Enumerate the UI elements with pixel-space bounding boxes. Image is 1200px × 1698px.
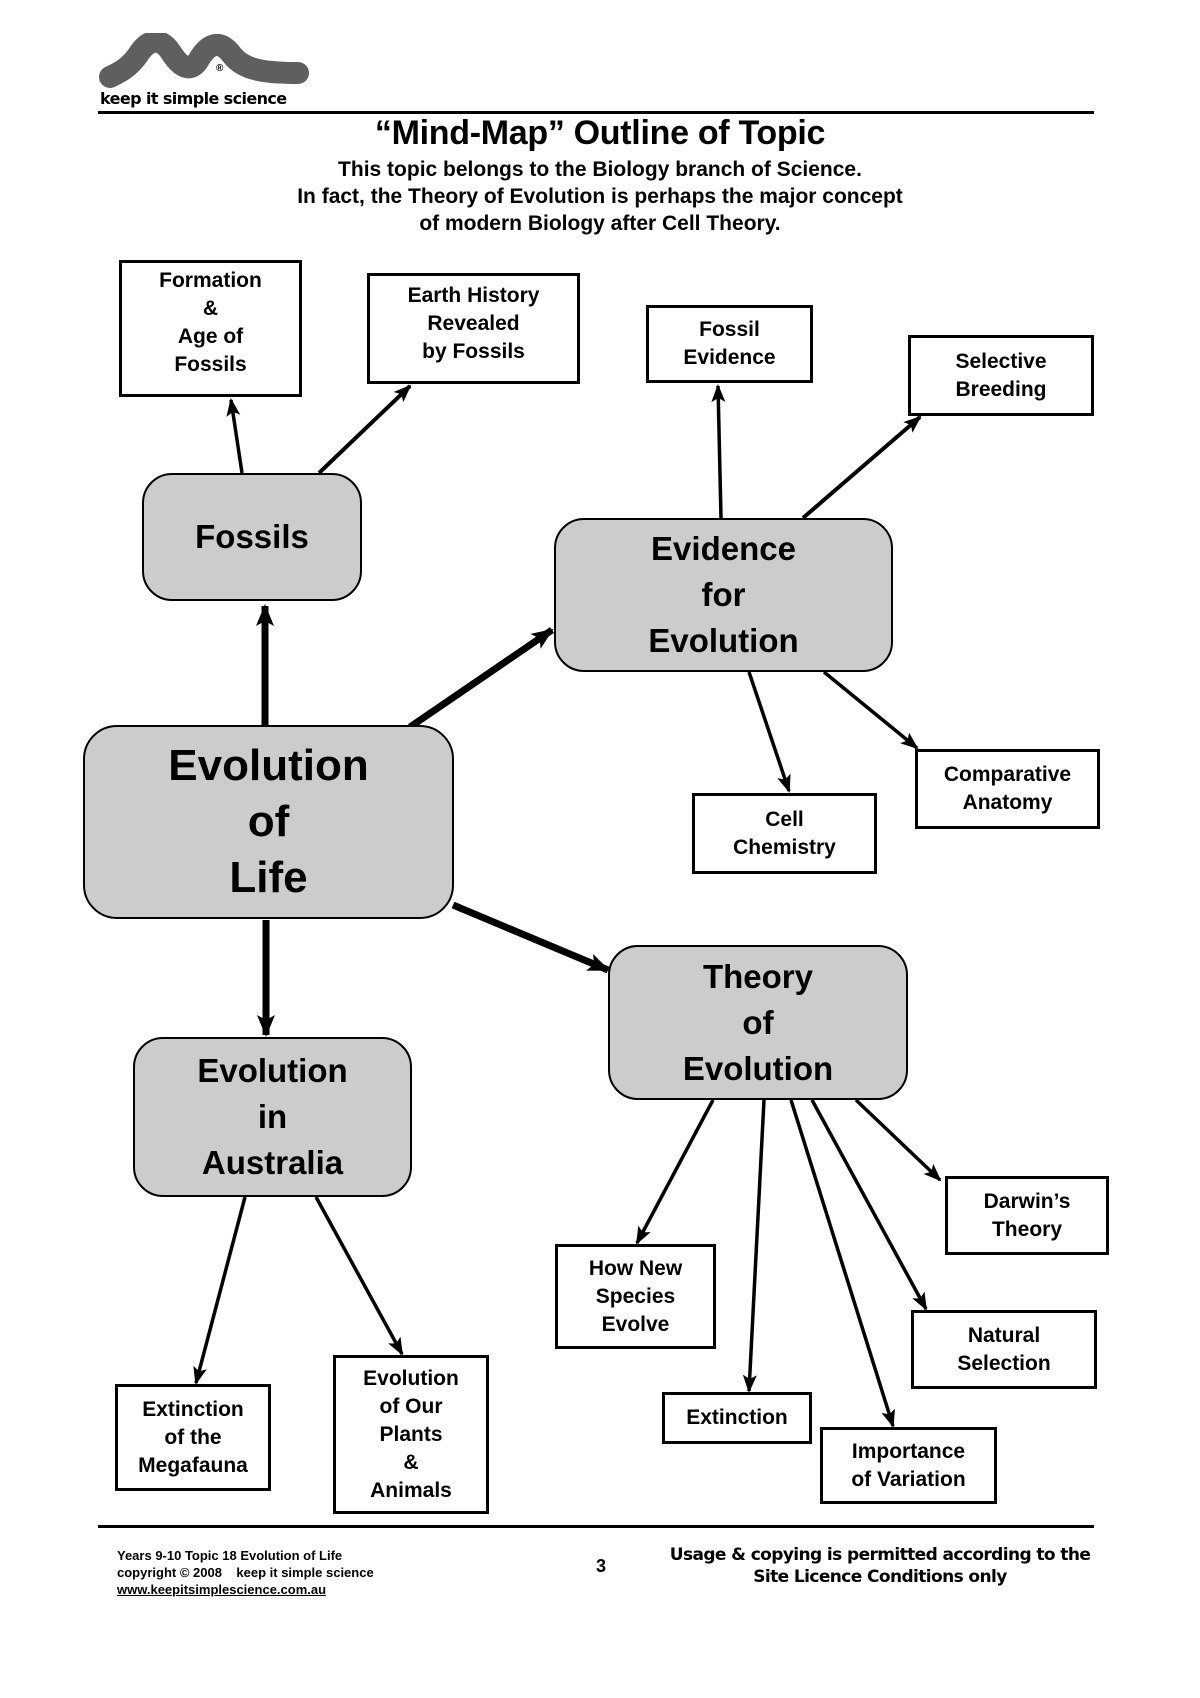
node-label: Evolution (682, 1049, 834, 1087)
arrow-root-evidence (408, 627, 554, 730)
leaf-node-extinction[interactable]: Extinction (662, 1392, 812, 1444)
node-label: Chemistry (733, 835, 836, 859)
arrow-theory-variation (789, 1099, 895, 1428)
footer-website-link[interactable]: www.keepitsimplescience.com.au (117, 1582, 327, 1597)
registered-mark: ® (216, 63, 224, 74)
node-label: Formation (159, 269, 262, 292)
node-label: Breeding (955, 377, 1047, 401)
hub-node-evolution-in-australia[interactable]: Evolution in Australia (133, 1037, 412, 1197)
footer-rule (98, 1525, 1094, 1528)
logo: ® keep it simple science (98, 33, 318, 113)
node-label: of (742, 1003, 774, 1041)
footer-copyright: copyright © 2008 keep it simple science (117, 1565, 374, 1580)
node-label: Revealed (427, 312, 520, 335)
arrow-theory-extinction (742, 1099, 766, 1393)
node-label: of Our (379, 1394, 443, 1418)
node-label: in (257, 1098, 288, 1135)
root-node-evolution-of-life[interactable]: Evolution of Life (83, 725, 454, 919)
hub-node-evidence-for-evolution[interactable]: Evidence for Evolution (554, 518, 893, 672)
arrow-fossils-formation (226, 398, 244, 474)
arrow-theory-species (635, 1099, 715, 1245)
node-label: How New (588, 1256, 683, 1280)
node-label: Theory (702, 957, 814, 995)
footer-licence: Usage & copying is permitted according t… (660, 1544, 1100, 1588)
leaf-node-extinction-of-megafauna[interactable]: Extinction of the Megafauna (115, 1384, 271, 1491)
node-label: Age of (177, 325, 244, 348)
node-label: Megafauna (138, 1453, 248, 1477)
node-label: & (403, 1450, 419, 1474)
subtitle-line: This topic belongs to the Biology branch… (338, 158, 862, 181)
node-label: Evidence (651, 530, 796, 567)
node-label: Animals (370, 1478, 452, 1502)
logo-wave-icon (99, 33, 309, 88)
arrow-australia-plants (314, 1196, 404, 1356)
node-label: Evolution (197, 1052, 348, 1089)
node-label: Extinction (142, 1397, 244, 1421)
arrow-root-theory (451, 901, 610, 974)
node-label: Fossils (195, 518, 309, 555)
node-label: Evidence (683, 346, 776, 369)
leaf-node-darwins-theory[interactable]: Darwin’s Theory (945, 1176, 1109, 1255)
arrow-evidence-fossil (711, 384, 726, 519)
node-label: Extinction (686, 1406, 788, 1429)
node-label: Evolution (363, 1366, 459, 1390)
node-label: Life (229, 853, 308, 902)
arrow-evidence-breeding (801, 415, 922, 520)
leaf-node-earth-history[interactable]: Earth History Revealed by Fossils (367, 273, 580, 384)
arrow-evidence-cell (747, 671, 791, 793)
node-label: Theory (991, 1217, 1062, 1241)
node-label: of (247, 797, 290, 846)
arrow-evidence-anatomy (822, 670, 919, 750)
hub-node-fossils[interactable]: Fossils (142, 473, 362, 601)
leaf-node-comparative-anatomy[interactable]: Comparative Anatomy (915, 749, 1100, 829)
leaf-node-fossil-evidence[interactable]: Fossil Evidence (646, 305, 813, 383)
footer-topic: Years 9-10 Topic 18 Evolution of Life (117, 1548, 343, 1563)
subtitle-line: In fact, the Theory of Evolution is perh… (297, 185, 903, 208)
node-label: Earth History (407, 284, 540, 307)
leaf-node-importance-of-variation[interactable]: Importance of Variation (820, 1427, 997, 1504)
node-label: Plants (379, 1422, 443, 1446)
licence-line: Usage & copying is permitted according t… (669, 1545, 1091, 1565)
node-label: for (701, 576, 746, 613)
node-label: by Fossils (422, 340, 525, 363)
footer-info: Years 9-10 Topic 18 Evolution of Life co… (117, 1547, 374, 1598)
node-label: Fossils (174, 353, 247, 376)
node-label: Cell (765, 807, 804, 831)
leaf-node-cell-chemistry[interactable]: Cell Chemistry (692, 793, 877, 874)
node-label: Evolve (601, 1312, 670, 1336)
node-label: Selective (955, 349, 1047, 373)
node-label: & (202, 297, 219, 320)
leaf-node-formation-age-of-fossils[interactable]: Formation & Age of Fossils (119, 260, 302, 397)
arrow-australia-megafauna (193, 1196, 247, 1385)
node-label: Evolution (168, 741, 369, 790)
subtitle-line: of modern Biology after Cell Theory. (419, 212, 781, 235)
logo-text: keep it simple science (100, 89, 287, 108)
node-label: Fossil (699, 318, 760, 341)
page-title: “Mind-Map” Outline of Topic (374, 114, 826, 152)
node-label: Darwin’s (983, 1189, 1071, 1213)
node-label: Comparative (943, 763, 1072, 786)
licence-line: Site Licence Conditions only (753, 1567, 1007, 1587)
node-label: Australia (201, 1144, 344, 1181)
hub-node-theory-of-evolution[interactable]: Theory of Evolution (608, 945, 908, 1100)
node-label: Anatomy (962, 791, 1053, 814)
node-label: Importance (851, 1439, 966, 1463)
leaf-node-selective-breeding[interactable]: Selective Breeding (908, 335, 1094, 416)
arrow-fossils-earth (317, 384, 412, 475)
page-number: 3 (596, 1556, 607, 1576)
node-label: Natural (967, 1323, 1041, 1347)
node-label: Evolution (648, 622, 799, 659)
arrow-theory-darwin (854, 1098, 942, 1182)
header-rule (98, 111, 1094, 114)
node-label: Selection (957, 1351, 1051, 1375)
leaf-node-evolution-of-plants-animals[interactable]: Evolution of Our Plants & Animals (333, 1355, 489, 1514)
node-label: Species (595, 1284, 676, 1308)
node-label: of Variation (851, 1467, 966, 1491)
page-subtitle: This topic belongs to the Biology branch… (0, 156, 1200, 237)
leaf-node-how-new-species-evolve[interactable]: How New Species Evolve (555, 1244, 716, 1349)
arrow-theory-natural (810, 1099, 928, 1311)
node-label: of the (164, 1425, 222, 1449)
leaf-node-natural-selection[interactable]: Natural Selection (911, 1310, 1097, 1389)
